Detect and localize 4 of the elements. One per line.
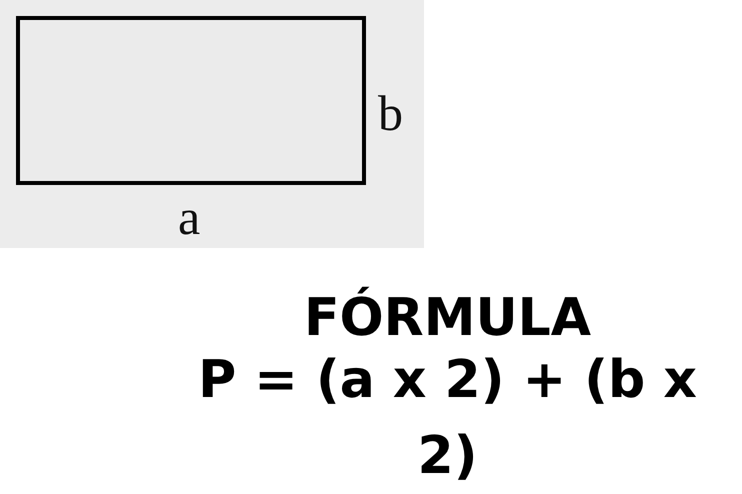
formula-text: P = (a x 2) + (b x 2) — [197, 349, 698, 488]
side-label: b — [378, 88, 403, 138]
title: FÓRMULA — [302, 286, 592, 350]
side-label: a — [178, 192, 200, 242]
